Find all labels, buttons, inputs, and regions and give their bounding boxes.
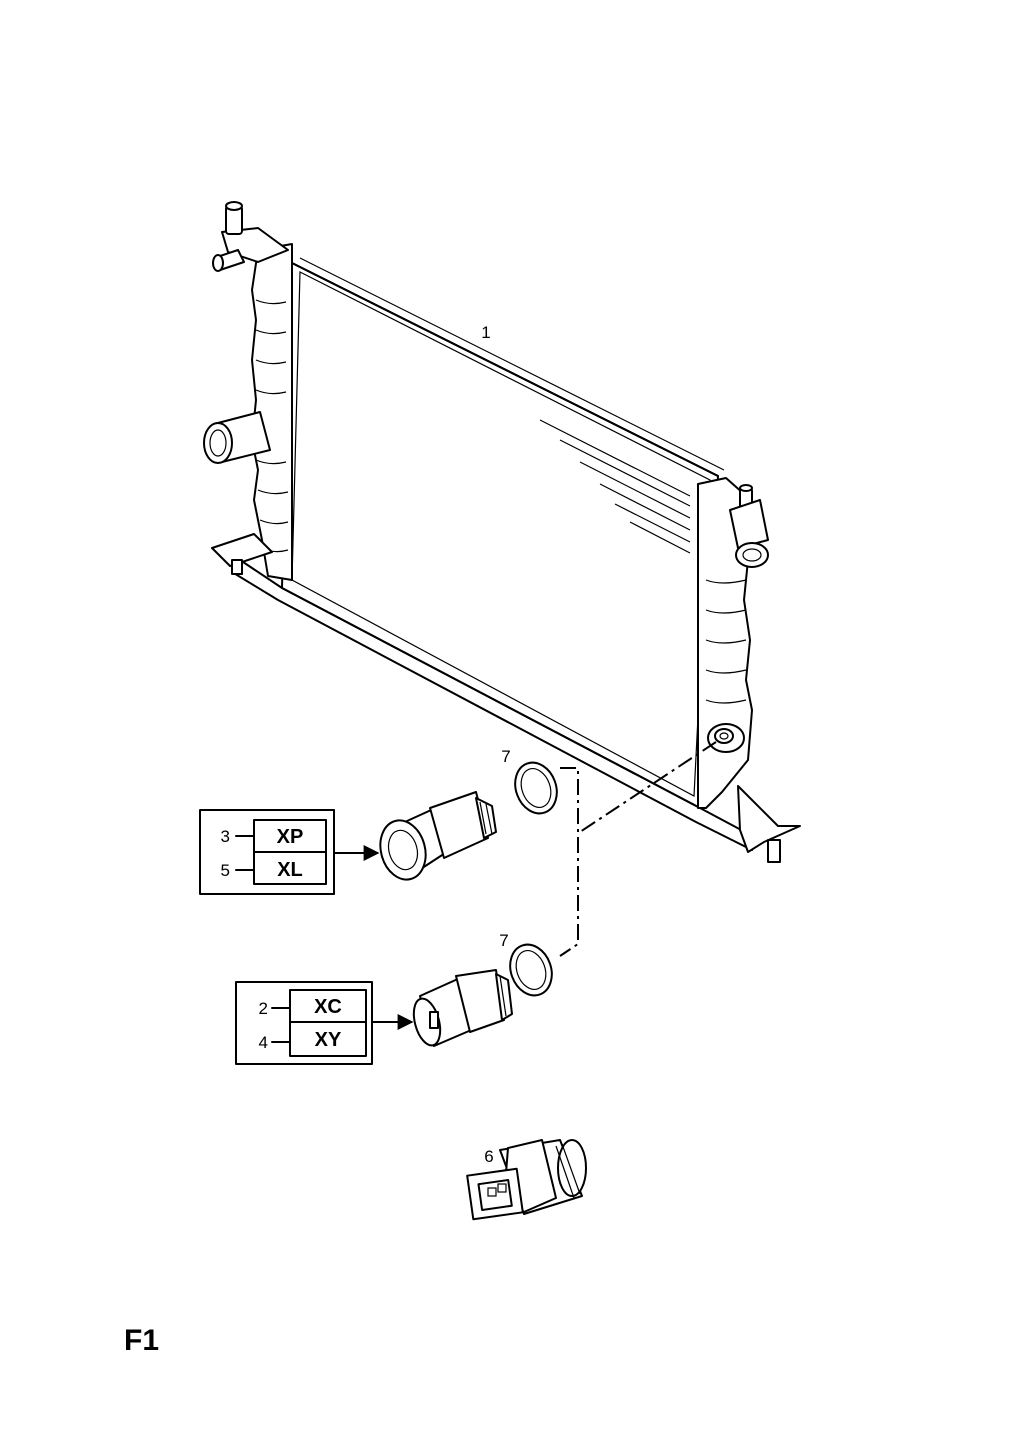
- left-mounting-foot: [211, 533, 273, 575]
- box-lower-row1-code: XC: [314, 996, 342, 1018]
- o-ring-upper: [514, 761, 558, 815]
- box-upper-row2-num: 5: [221, 861, 230, 880]
- left-hose-outlet: [203, 411, 271, 464]
- callout-o-ring-upper: 7: [501, 747, 510, 766]
- radiator: [203, 201, 801, 863]
- right-mounting-foot: [737, 785, 801, 863]
- callout-switch-6: 6: [484, 1147, 493, 1166]
- o-ring-lower: [509, 943, 553, 997]
- temperature-switch-6: [466, 1139, 587, 1221]
- box-lower-row2-num: 4: [259, 1033, 268, 1052]
- box-lower-row2-code: XY: [315, 1029, 342, 1051]
- box-upper-row2-code: XL: [277, 859, 303, 881]
- fin-shading: [539, 419, 691, 554]
- right-tank-ribs: [705, 579, 747, 704]
- temperature-switch-upper: [379, 791, 497, 881]
- code-box-lower: 2 XC 4 XY: [235, 981, 414, 1065]
- box-upper-row1-code: XP: [277, 826, 304, 848]
- page-label: F1: [124, 1324, 159, 1357]
- callout-radiator: 1: [481, 323, 490, 342]
- box-lower-row1-num: 2: [259, 999, 268, 1018]
- sensor-boss: [707, 723, 745, 753]
- temperature-switch-lower: [412, 969, 513, 1047]
- callout-o-ring-lower: 7: [499, 931, 508, 950]
- leader-lines: [559, 741, 717, 957]
- right-filler-neck: [729, 484, 769, 568]
- box-upper-row1-num: 3: [221, 827, 230, 846]
- left-filler-neck: [212, 201, 289, 272]
- code-box-upper: 3 XP 5 XL: [199, 809, 380, 895]
